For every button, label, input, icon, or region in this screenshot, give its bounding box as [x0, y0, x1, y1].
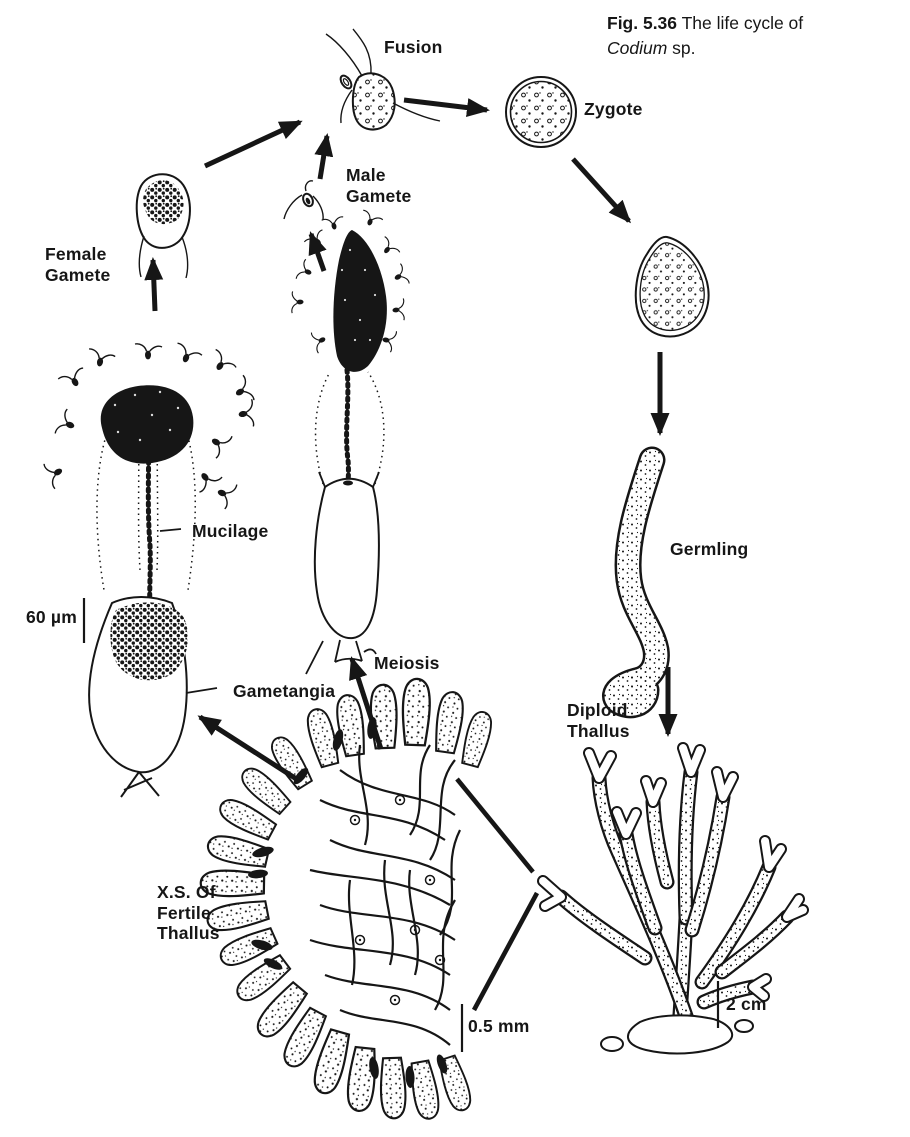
- scale-label-2cm: 2 cm: [726, 994, 767, 1014]
- species-name: Codium: [607, 38, 668, 58]
- arrow-fusion-to-zygote: [403, 97, 490, 118]
- female-gamete-cell-drawing: [135, 173, 191, 279]
- arrow-male-gamete-to-fusion: [314, 133, 334, 180]
- caption-text: The life cycle of: [677, 13, 804, 33]
- cycle-arrows: [144, 97, 678, 783]
- germling-label: Germling: [670, 539, 749, 559]
- gametangia-label: Gametangia: [233, 681, 336, 701]
- xs-fertile-thallus-label: X.S. Of Fertile Thallus: [157, 882, 220, 944]
- scale-bar-ticks: [82, 598, 720, 1052]
- germinating-zygote-drawing: [634, 235, 710, 338]
- xs-medulla-filaments: [309, 744, 461, 1046]
- scale-label-60um: 60 µm: [26, 607, 77, 627]
- zygote-drawing: [505, 76, 577, 148]
- zygote-label: Zygote: [584, 99, 643, 119]
- arrow-zygote-to-germinating: [571, 157, 632, 224]
- caption-suffix: sp.: [667, 38, 696, 58]
- leader-lines: [159, 528, 540, 1012]
- female-gametangium-drawing: [40, 342, 258, 798]
- xs-fertile-thallus-drawing: [199, 677, 496, 1122]
- arrow-meiosis: [349, 656, 384, 750]
- mucilage-leader: [159, 528, 182, 532]
- germling-drawing: [602, 446, 670, 719]
- male-gametangium-drawing: [289, 209, 412, 663]
- gametangia-leader-left: [185, 687, 218, 694]
- female-gamete-label: Female Gamete: [45, 244, 111, 285]
- figure-number: Fig. 5.36: [607, 13, 678, 33]
- mucilage-label: Mucilage: [192, 521, 269, 541]
- section-pointer-lower: [471, 891, 540, 1012]
- male-gamete-label: Male Gamete: [346, 165, 412, 206]
- fusion-label: Fusion: [384, 37, 443, 57]
- gametangia-leader-right: [305, 640, 324, 675]
- meiosis-label: Meiosis: [374, 653, 440, 673]
- diploid-thallus-label: Diploid Thallus: [567, 700, 630, 741]
- scale-label-05mm: 0.5 mm: [468, 1016, 530, 1036]
- released-male-gametes: [289, 209, 412, 372]
- arrow-female-gamete-to-fusion: [203, 119, 303, 169]
- diploid-thallus-drawing: [537, 742, 809, 1055]
- fusion-cell-drawing: [325, 28, 441, 131]
- section-pointer-upper: [455, 777, 535, 874]
- male-gamete-cell-drawing: [283, 180, 324, 221]
- arrow-plume-to-male-gamete: [308, 231, 327, 272]
- arrow-xs-to-female-gametangium: [197, 714, 300, 783]
- released-female-gametes: [40, 342, 258, 511]
- figure-caption: Fig. 5.36 The life cycle of Codium sp.: [607, 11, 857, 61]
- arrow-gametangium-to-female-gamete: [144, 257, 164, 312]
